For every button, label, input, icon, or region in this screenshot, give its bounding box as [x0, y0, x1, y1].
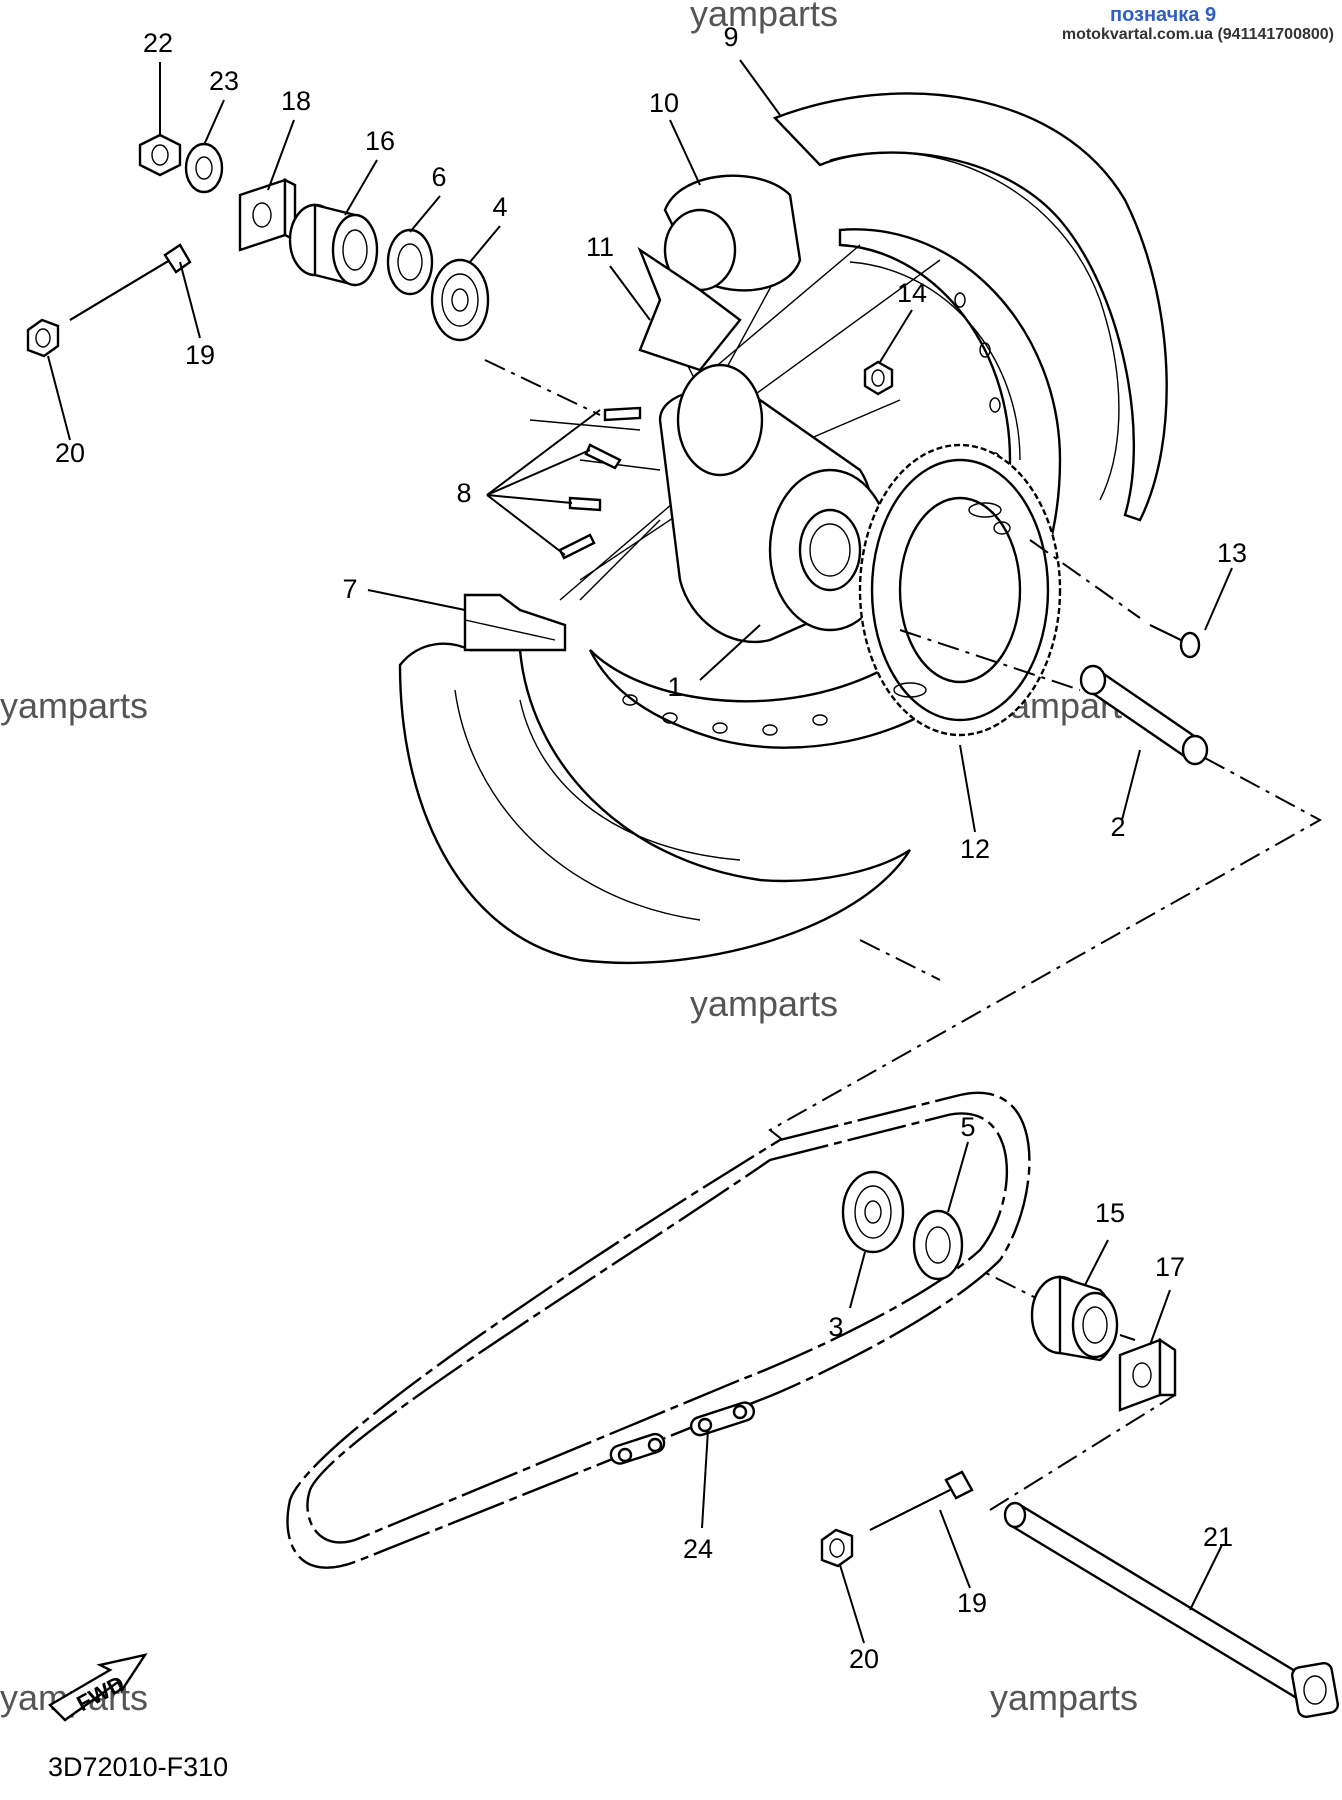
bolt-13 [1149, 624, 1201, 659]
nut-20-bottom [820, 1528, 854, 1568]
master-link-24 [609, 1401, 756, 1465]
oil-seal-6 [386, 228, 434, 296]
spacer-2 [1079, 664, 1209, 766]
callout-numbers: 22 23 18 16 6 4 19 20 9 10 11 14 8 7 1 1… [55, 22, 1247, 1674]
adjust-bolt-19-bottom [869, 1470, 974, 1531]
callout-9: 9 [723, 22, 738, 52]
callout-12: 12 [960, 834, 990, 864]
callout-22: 22 [143, 28, 173, 58]
nut-14 [863, 360, 894, 396]
callout-1: 1 [667, 672, 682, 702]
adjuster-block-17 [1118, 1337, 1177, 1412]
callout-8: 8 [456, 478, 471, 508]
callout-16: 16 [365, 126, 395, 156]
bearing-4 [430, 258, 490, 342]
callout-19-top: 19 [185, 340, 215, 370]
bearing-3 [841, 1170, 905, 1254]
callout-19-bottom: 19 [957, 1588, 987, 1618]
leader-lines [47, 59, 1233, 1644]
adjuster-block-18 [238, 178, 297, 252]
callout-14: 14 [897, 278, 927, 308]
header-site: motokvartal.com.ua (941141700800) [1061, 26, 1334, 43]
axle-21 [1003, 1501, 1339, 1719]
rim-lock-7 [463, 593, 567, 652]
callout-10: 10 [649, 88, 679, 118]
tire-lower [398, 642, 912, 964]
callout-7: 7 [342, 574, 357, 604]
watermark-middle: yamparts [690, 983, 838, 1024]
callout-18: 18 [281, 86, 311, 116]
oil-seal-5 [912, 1209, 964, 1281]
nut-20-top [26, 318, 60, 358]
spoke-nipples-8 [558, 406, 642, 560]
callout-15: 15 [1095, 1198, 1125, 1228]
hub [658, 363, 892, 644]
collar-15 [1030, 1275, 1119, 1362]
callout-24: 24 [683, 1534, 713, 1564]
watermark-bottom-right: yamparts [990, 1677, 1138, 1718]
rim-band-11 [637, 246, 742, 372]
drive-chain [286, 1091, 1031, 1569]
callout-21: 21 [1203, 1522, 1233, 1552]
diagram-code: 3D72010-F310 [48, 1752, 229, 1782]
callout-20-bottom: 20 [849, 1644, 879, 1674]
callout-23: 23 [209, 66, 239, 96]
adjust-bolt-19-top [69, 243, 192, 321]
watermark-left: yamparts [0, 685, 148, 726]
callout-4: 4 [492, 192, 507, 222]
callout-2: 2 [1110, 812, 1125, 842]
washer-23 [184, 142, 224, 194]
callout-17: 17 [1155, 1252, 1185, 1282]
sprocket [858, 443, 1062, 737]
tube-10 [663, 174, 802, 292]
callout-13: 13 [1217, 538, 1247, 568]
callout-6: 6 [431, 162, 446, 192]
callout-20-top: 20 [55, 438, 85, 468]
nut-22 [138, 133, 182, 177]
callout-3: 3 [828, 1312, 843, 1342]
collar-16 [288, 203, 379, 287]
callout-11: 11 [586, 232, 614, 262]
watermark-top: yamparts [690, 0, 838, 34]
tire-upper [772, 92, 1168, 522]
callout-5: 5 [960, 1112, 975, 1142]
header-title: позначка 9 [1110, 4, 1217, 26]
